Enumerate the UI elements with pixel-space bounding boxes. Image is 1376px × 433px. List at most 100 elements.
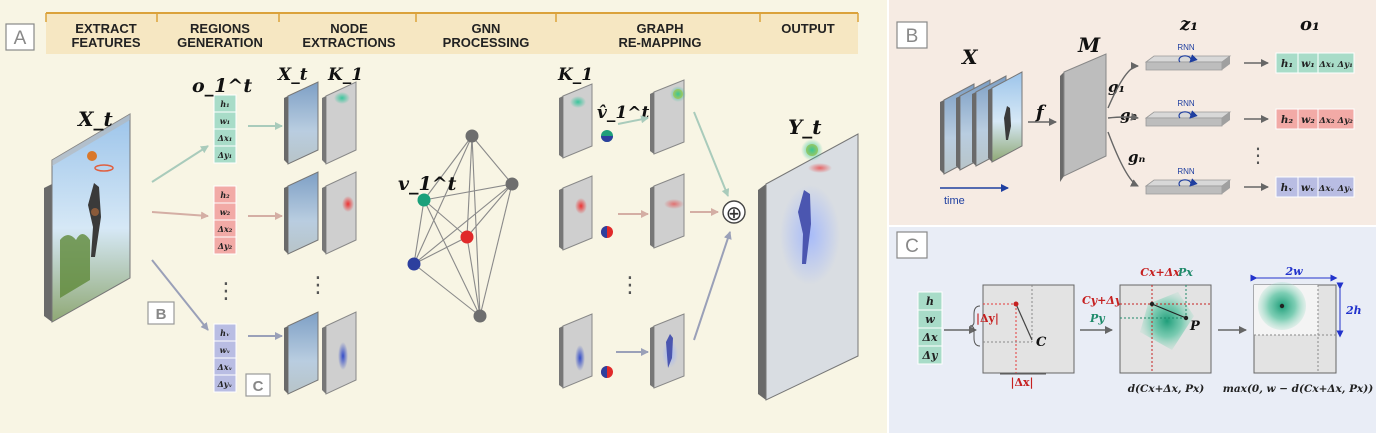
panel-a-label-box [5, 23, 35, 51]
link-to-panel-c[interactable] [245, 373, 271, 397]
panel-c-label-box [896, 231, 928, 259]
region-vector-cell [213, 145, 237, 164]
gnn-node-green [417, 193, 431, 207]
gnn-edge [413, 135, 473, 265]
distance-formula: d(Cx+Δx, Px) [1128, 383, 1205, 395]
output-vector-cell-label: w₁ [1301, 58, 1315, 70]
time-axis-label: time [944, 195, 965, 207]
stage-header-band [46, 14, 858, 54]
remap-ellipsis: ⋮ [619, 273, 641, 298]
stage-extract-line2: FEATURES [71, 35, 140, 50]
region-vector-cell-label: Δxᵥ [217, 362, 233, 372]
output-vector-cell-label: Δx₁ Δy₁ [1318, 60, 1353, 70]
rnn-block-2: RNN [1144, 99, 1269, 127]
px-label: Px [1177, 266, 1193, 279]
stage-node-line1: NODE [330, 21, 368, 36]
stage-gnn-line1: GNN [472, 21, 501, 36]
height-label: 2h [1345, 304, 1362, 317]
stage-output-line1: OUTPUT [781, 21, 835, 36]
remap-node-label: v̂_1^t [597, 103, 649, 123]
panel-c-vector-cell [917, 345, 943, 365]
output-vector-cell [1317, 176, 1355, 198]
gnn-edge [423, 199, 468, 238]
region-vector-cell-label: Δx₂ [217, 224, 233, 234]
region-vector-cell [213, 236, 237, 255]
stage-remap-line1: GRAPH [637, 21, 684, 36]
panel-a-label: A [14, 28, 27, 49]
gnn-edge [466, 183, 513, 238]
gnn-edge [413, 183, 513, 265]
remap-row-2 [559, 173, 685, 251]
stage-node-line2: EXTRACTIONS [302, 35, 396, 50]
gnn-edge [413, 236, 468, 265]
link-to-panel-b[interactable] [147, 301, 175, 325]
region-vector-cell-label: Δy₂ [217, 241, 233, 251]
region-vector-cell-label: hᵥ [220, 328, 230, 338]
center-c-label: C [1036, 335, 1047, 350]
stage-regions-line1: REGIONS [190, 21, 250, 36]
stage-extract-line1: EXTRACT [75, 21, 136, 36]
regions-label: o_1^t [192, 75, 252, 97]
cx-label: Cx+Δx [1140, 266, 1180, 279]
output-vector-cell [1317, 52, 1355, 74]
g1-label: g₁ [1108, 78, 1125, 96]
recurrent-loop-icon [1178, 178, 1198, 187]
gnn-node-label: v_1^t [398, 173, 457, 195]
gnn-edge [413, 199, 425, 265]
panel-b-label-box [896, 21, 928, 49]
panel-b-label: B [906, 26, 919, 47]
rnn-block-3: RNN [1144, 167, 1269, 195]
output-vector-cell-label: Δx₂ Δy₂ [1318, 116, 1353, 126]
distance-box [1119, 284, 1212, 374]
node-extraction-row-2 [284, 171, 357, 255]
feature-map-m [1060, 53, 1107, 182]
gnn-edge [413, 263, 481, 317]
node-extraction-row-3 [284, 311, 357, 395]
node-kernel-label: K_1 [327, 65, 363, 85]
panel-c-vector-cell-label: h [926, 295, 934, 308]
region-vector-cell-label: w₂ [220, 207, 231, 217]
gnn-edge [471, 135, 513, 185]
output-vector-cell-label: Δxᵥ Δyᵥ [1318, 184, 1354, 194]
panel-c-vector-cell-label: Δx [921, 331, 938, 344]
g2-label: g₂ [1120, 106, 1137, 124]
z1-label: z₁ [1179, 14, 1198, 35]
gnn-node-blue [407, 257, 421, 271]
sum-operator [722, 200, 746, 224]
offset-box [982, 284, 1075, 374]
remap-kernel-label: K_1 [557, 65, 593, 85]
panel-b-input-label: X [960, 45, 979, 69]
o1-label: o₁ [1300, 14, 1320, 35]
panel-c-vector-cell-label: Δy [922, 349, 940, 362]
input-frame [44, 113, 131, 323]
region-vector-cell-label: h₂ [220, 190, 230, 200]
remap-row-3 [559, 313, 685, 389]
node-frame-label: X_t [277, 65, 308, 85]
kernel-formula: max(0, w − d(Cx+Δx, Px)) [1223, 383, 1373, 395]
remap-row-1 [559, 79, 686, 159]
svg-text:B: B [156, 306, 167, 323]
gnn-edge [423, 199, 481, 317]
stage-remap-line2: RE-MAPPING [618, 35, 701, 50]
gnn-edge [423, 183, 513, 201]
svg-text:C: C [253, 378, 264, 395]
stage-gnn-line2: PROCESSING [443, 35, 530, 50]
region-vector-cell-label: w₁ [220, 116, 230, 126]
recurrent-loop-icon [1178, 54, 1198, 63]
region-vector-cell-label: Δyᵥ [217, 379, 233, 389]
rnn-label: RNN [1177, 167, 1195, 176]
output-vector-cell [1317, 108, 1355, 130]
node-extraction-row-1 [284, 81, 357, 165]
gn-label: gₙ [1128, 148, 1145, 166]
py-label: Py [1089, 312, 1106, 325]
delta-x-label: |Δx| [1010, 376, 1033, 389]
gnn-edge [423, 135, 473, 201]
stage-headers: EXTRACT FEATURES REGIONS GENERATION NODE… [71, 21, 834, 50]
rnn-label: RNN [1177, 99, 1195, 108]
